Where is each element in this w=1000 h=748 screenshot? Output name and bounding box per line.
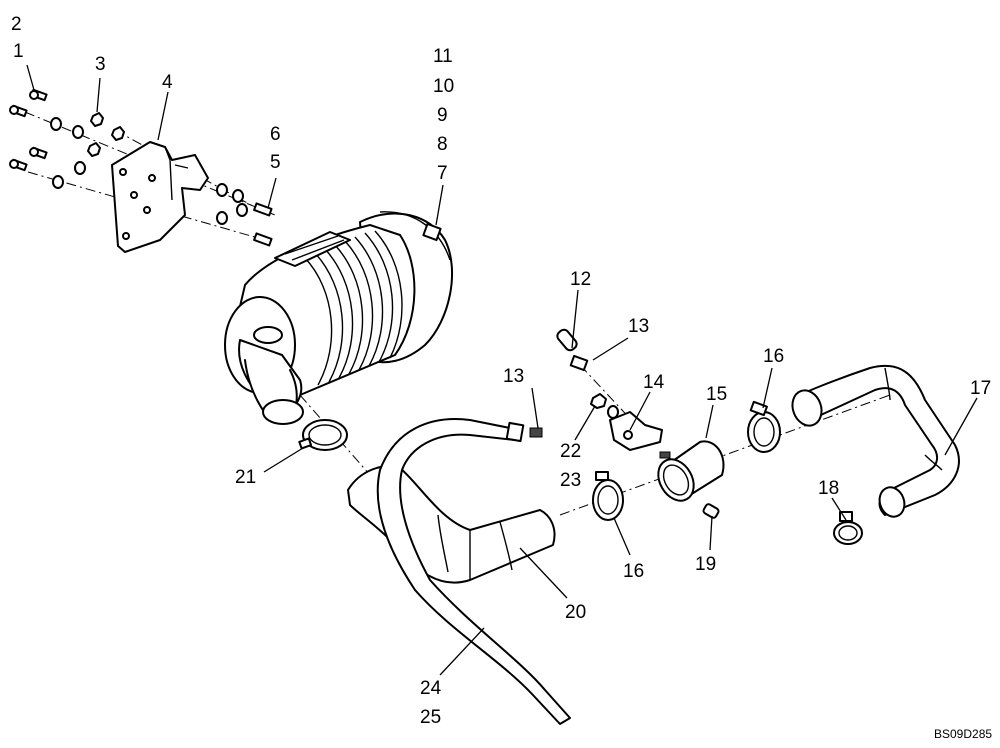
clamp-16-left — [592, 471, 624, 521]
nut — [90, 112, 104, 127]
callout-7: 7 — [437, 163, 448, 184]
callout-19: 19 — [695, 554, 716, 575]
callout-6: 6 — [270, 124, 281, 145]
callout-25: 25 — [420, 707, 441, 728]
clamp-21 — [298, 419, 348, 451]
callout-21: 21 — [235, 467, 256, 488]
callout-17: 17 — [970, 378, 991, 399]
callout-22: 22 — [560, 441, 581, 462]
clamp-16-right — [747, 400, 781, 453]
callout-2: 2 — [11, 14, 22, 35]
callout-15: 15 — [706, 384, 727, 405]
bolt-1 — [29, 88, 48, 102]
callouts: 2 1 3 4 6 5 11 10 9 8 7 12 13 13 14 15 1… — [11, 14, 992, 741]
callout-10: 10 — [433, 76, 454, 97]
mounting-hardware-right — [216, 183, 273, 247]
nut — [87, 142, 101, 157]
callout-16-left: 16 — [623, 561, 644, 582]
mounting-hardware-left — [9, 88, 125, 189]
drawing-code: BS09D285 — [934, 727, 992, 741]
clamp-22 — [590, 393, 619, 419]
pin-19 — [702, 503, 720, 519]
callout-11: 11 — [433, 46, 453, 67]
mounting-bracket — [111, 141, 209, 253]
callout-4: 4 — [162, 72, 173, 93]
washer — [72, 125, 84, 139]
hose-24 — [376, 418, 571, 725]
leader-lines — [26, 64, 978, 676]
bolt-4 — [9, 158, 28, 172]
callout-14: 14 — [643, 372, 665, 393]
callout-12: 12 — [570, 269, 591, 290]
washer — [50, 117, 62, 131]
callout-20: 20 — [565, 602, 586, 623]
callout-16-right: 16 — [763, 346, 784, 367]
callout-5: 5 — [270, 152, 281, 173]
bolt-3 — [29, 146, 48, 160]
callout-18: 18 — [818, 478, 839, 499]
callout-9: 9 — [437, 105, 448, 126]
washer — [52, 175, 64, 189]
clamp-18 — [833, 511, 863, 545]
nut — [111, 126, 125, 141]
bracket-14 — [609, 411, 663, 451]
callout-24: 24 — [420, 678, 442, 699]
callout-8: 8 — [437, 134, 448, 155]
sleeve-15 — [657, 440, 725, 502]
callout-23: 23 — [560, 470, 581, 491]
air-cleaner — [224, 211, 453, 425]
callout-13-upper: 13 — [628, 316, 649, 337]
callout-13-left: 13 — [503, 366, 524, 387]
bolt-2 — [9, 104, 28, 118]
hose-17 — [791, 364, 960, 518]
washer — [74, 161, 86, 175]
callout-1: 1 — [13, 41, 24, 62]
callout-3: 3 — [95, 54, 106, 75]
